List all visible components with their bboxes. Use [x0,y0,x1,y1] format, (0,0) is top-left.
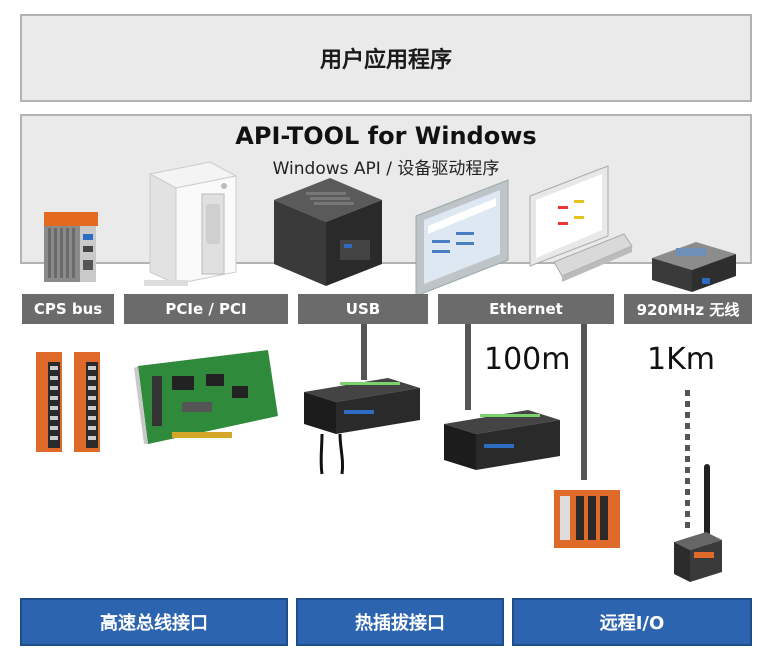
ethernet-cable-2 [581,324,587,480]
box-pc-image [274,178,382,286]
distance-ethernet: 100m [484,342,571,377]
category-high-speed-bus[interactable]: 高速总线接口 [20,598,288,646]
wireless-link [685,390,690,530]
wireless-io-device-image [674,464,722,582]
touch-panel-pc-image [529,165,633,282]
usb-io-unit-image [304,378,420,475]
api-tool-title: API-TOOL for Windows [235,122,537,150]
remote-io-module-image [554,490,620,548]
bus-label-cps: CPS bus [22,294,114,324]
api-tool-subtitle: Windows API / 设备驱动程序 [272,159,500,179]
ethernet-cable-1 [465,324,471,410]
pci-board-image [134,350,278,444]
bus-label-usb: USB [298,294,428,324]
cps-controller-image [44,212,98,282]
pc-tower-image [144,161,238,286]
panel-pc-image [415,179,509,297]
api-tool-layer: API-TOOL for Windows Windows API / 设备驱动程… [20,114,752,264]
user-application-layer: 用户应用程序 [20,14,752,102]
wireless-gateway-image [652,242,736,292]
bus-label-pcie: PCIe / PCI [124,294,288,324]
ethernet-io-unit-image [444,410,560,470]
user-application-label: 用户应用程序 [319,48,452,73]
category-hot-plug[interactable]: 热插拔接口 [296,598,504,646]
distance-wireless: 1Km [647,342,715,377]
bus-label-920mhz: 920MHz 无线 [624,294,752,324]
bus-label-ethernet: Ethernet [438,294,614,324]
usb-cable [361,324,367,380]
cps-io-module-image [36,352,100,452]
category-remote-io[interactable]: 远程I/O [512,598,752,646]
